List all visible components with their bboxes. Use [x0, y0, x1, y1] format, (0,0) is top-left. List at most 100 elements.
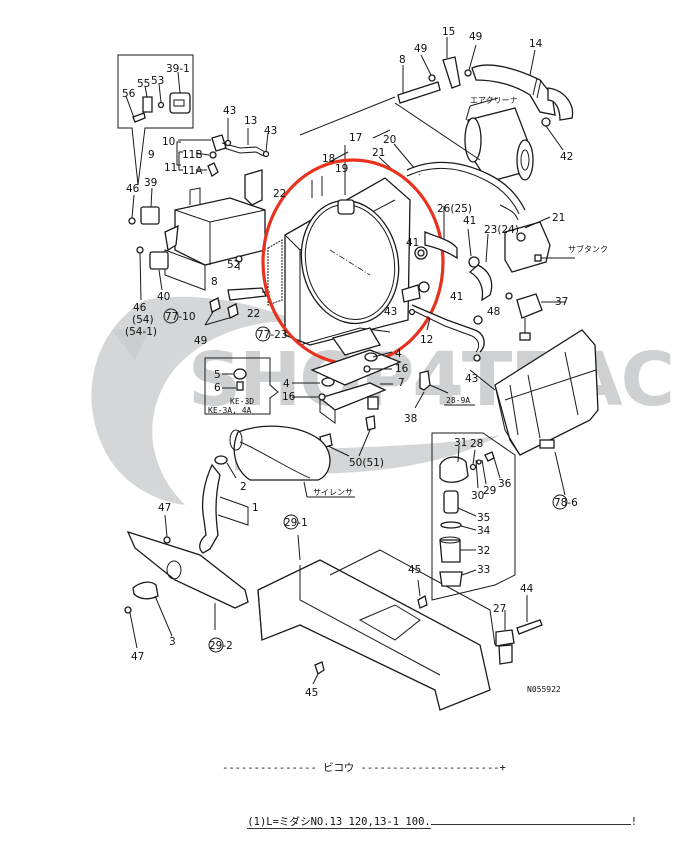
callout: 12	[420, 334, 433, 346]
callout: (54)	[132, 314, 154, 326]
callout: 45	[408, 564, 421, 576]
remarks-footer: --------------- ビコウ --------------------…	[222, 737, 637, 829]
callout: 31	[454, 437, 467, 449]
callout: 46	[126, 183, 140, 195]
callout: 29-1	[284, 517, 308, 529]
inset-note-line1: KE-3D	[230, 397, 254, 406]
callout: 41	[463, 215, 476, 227]
callout: 43	[465, 373, 478, 385]
callout: 43	[264, 125, 277, 137]
callout: 55	[137, 78, 150, 90]
callout: 29-2	[209, 640, 233, 652]
callout: 48	[487, 306, 500, 318]
relays	[128, 187, 169, 301]
callout: 36	[498, 478, 512, 490]
fuel-filter	[495, 595, 543, 665]
callout: 15	[442, 26, 455, 38]
callout: 46	[133, 302, 147, 314]
callout: 26(25)	[437, 203, 472, 215]
callout: 37	[555, 296, 568, 308]
pipe-13-assembly	[176, 118, 270, 177]
muffler	[229, 425, 355, 498]
parts-diagram: SHOP4TRAC	[91, 26, 675, 711]
battery-tray	[164, 169, 266, 291]
inset-note-line2: KE-3A, 4A	[208, 406, 252, 415]
callout: 43	[223, 105, 236, 117]
callout: 39	[144, 177, 157, 189]
callout: 10	[162, 136, 175, 148]
callout: 30	[471, 490, 484, 502]
under-frame	[257, 534, 496, 711]
callout: 41	[450, 291, 463, 303]
jp-label-air-cleaner: エアクリーナ	[470, 96, 518, 105]
callout: 50(51)	[349, 457, 384, 469]
jp-label-silencer: サイレンサ	[313, 488, 353, 497]
callout: 4	[283, 378, 290, 390]
pipe-12	[411, 304, 485, 362]
callout: 22	[247, 308, 260, 320]
drawing-number: N055922	[527, 685, 561, 694]
fuel-filter-inset	[431, 432, 516, 601]
callout: (54-1)	[125, 326, 157, 338]
callout: 40	[157, 291, 170, 303]
remarks-note: (1)L=ミダシNO.13 120,13-1 100.!	[222, 800, 637, 829]
callout: 35	[477, 512, 490, 524]
exhaust-pipe	[199, 455, 249, 554]
callout: 11B	[182, 149, 203, 161]
callout: 11A	[182, 165, 203, 177]
jp-label-ref: 28-9A	[446, 396, 470, 405]
callout: 56	[122, 88, 136, 100]
callout: 9	[148, 149, 155, 161]
callout: 32	[477, 545, 490, 557]
callout: 45	[305, 687, 318, 699]
callout: 7	[398, 377, 405, 389]
callout: 77-10	[165, 311, 196, 323]
callout: 47	[158, 502, 171, 514]
callout: 52	[227, 259, 240, 271]
remarks-note-text: (1)L=ミダシNO.13 120,13-1 100.	[247, 816, 431, 829]
watermark-text: SHOP4TRAC	[188, 337, 673, 423]
callout: 14	[529, 38, 543, 50]
callout: 4	[395, 348, 402, 360]
heat-shield	[124, 514, 249, 649]
callout: 21	[372, 147, 385, 159]
coolant-hoses	[424, 204, 575, 325]
callout: 20	[383, 134, 396, 146]
callout: 11	[164, 162, 177, 174]
callout: 47	[131, 651, 144, 663]
callout: 13	[244, 115, 257, 127]
callout: 18	[322, 153, 335, 165]
callout: 28	[470, 438, 483, 450]
callout: 5	[214, 369, 221, 381]
callout: 2	[240, 481, 247, 493]
callout: 8	[211, 276, 218, 288]
callout: 22	[273, 188, 286, 200]
air-cleaner	[464, 49, 574, 183]
callout: 23(24)	[484, 224, 519, 236]
remarks-header: --------------- ビコウ --------------------…	[222, 762, 506, 774]
front-guard	[469, 329, 599, 496]
callout: 39-1	[166, 63, 190, 75]
callout: 49	[194, 335, 207, 347]
remarks-note-end: !	[630, 816, 638, 828]
thermo-switch	[505, 292, 566, 341]
callout: 42	[560, 151, 573, 163]
callout: 34	[477, 525, 491, 537]
stays-mounts	[204, 349, 475, 457]
callout: 49	[414, 43, 427, 55]
callout: 43	[384, 306, 397, 318]
callout: 27	[493, 603, 506, 615]
callout-labels: 56 55 53 39-1 43 13 43 10 9 11B 11 11A 4…	[122, 26, 608, 699]
hose-20	[406, 161, 526, 211]
bracket-8-lower	[204, 287, 270, 326]
inset-switch-box	[117, 54, 194, 186]
callout: 16	[282, 391, 296, 403]
callout: 1	[252, 502, 259, 514]
callout: 8	[399, 54, 406, 66]
callout: 16	[395, 363, 409, 375]
callout: 49	[469, 31, 482, 43]
callout: 77-23	[257, 329, 288, 341]
callout: 21	[552, 212, 565, 224]
callout: 29	[483, 485, 496, 497]
jp-label-sub-tank: サブタンク	[568, 244, 608, 254]
